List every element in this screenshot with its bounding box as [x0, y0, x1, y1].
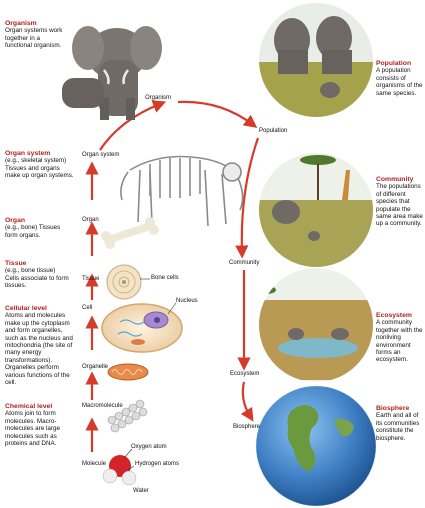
chemical-description: Chemical level Atoms join to form molecu… — [5, 403, 75, 447]
label-population: Population — [259, 128, 287, 134]
chemical-title: Chemical level — [5, 403, 75, 410]
community-text: The populations of different species tha… — [376, 183, 423, 227]
tissue-text: (e.g., bone tissue) Cells associate to f… — [5, 267, 69, 289]
label-community: Community — [229, 260, 259, 266]
callout-hydrogen-atoms: Hydrogen atoms — [135, 461, 179, 467]
label-organ-system: Organ system — [82, 152, 119, 158]
callout-nucleus: Nucleus — [176, 298, 198, 304]
cellular-title: Cellular level — [5, 305, 77, 312]
mitochondrion-image — [108, 364, 148, 380]
label-organelle: Organelle — [82, 364, 108, 370]
organ-system-title: Organ system — [5, 150, 75, 157]
bone-tissue-image — [107, 265, 150, 299]
tissue-title: Tissue — [5, 260, 69, 267]
bone-image — [101, 217, 159, 249]
ecology-arrows — [178, 102, 258, 416]
tissue-description: Tissue (e.g., bone tissue) Cells associa… — [5, 260, 69, 290]
elephant-skeleton-image — [121, 157, 243, 227]
organism-description: Organism Organ systems work together in … — [5, 20, 65, 50]
label-molecule: Molecule — [82, 461, 106, 467]
cell-image — [102, 303, 182, 352]
community-title: Community — [376, 176, 424, 183]
label-organism: Organism — [145, 95, 171, 101]
biosphere-title: Biosphere — [376, 405, 424, 412]
biosphere-text: Earth and all of its communities constit… — [376, 412, 419, 441]
organ-title: Organ — [5, 217, 63, 224]
population-title: Population — [376, 60, 424, 67]
callout-oxygen-atom: Oxygen atom — [131, 444, 167, 450]
organism-title: Organism — [5, 20, 65, 27]
organ-text: (e.g., bone) Tissues form organs. — [5, 224, 60, 238]
label-cell: Cell — [82, 305, 92, 311]
water-molecule-image — [103, 449, 136, 485]
chemical-text: Atoms join to form molecules. Macro-mole… — [5, 410, 60, 447]
population-text: A population consists of organisms of th… — [376, 67, 423, 96]
community-description: Community The populations of different s… — [376, 176, 424, 228]
label-ecosystem: Ecosystem — [230, 371, 259, 377]
population-scene — [250, 0, 390, 130]
callout-water: Water — [133, 488, 149, 494]
organism-text: Organ systems work together in a functio… — [5, 27, 62, 49]
ecosystem-scene — [250, 265, 390, 385]
label-macromolecule: Macromolecule — [82, 403, 123, 409]
ecosystem-description: Ecosystem A community together with the … — [376, 312, 424, 364]
organ-system-text: (e.g., skeletal system) Tissues and orga… — [5, 157, 74, 179]
label-biosphere: Biosphere — [233, 424, 260, 430]
label-tissue: Tissue — [82, 276, 99, 282]
community-scene — [250, 150, 390, 280]
callout-bone-cells: Bone cells — [151, 275, 179, 281]
label-organ: Organ — [82, 217, 99, 223]
earth-globe-image — [256, 386, 376, 506]
population-description: Population A population consists of orga… — [376, 60, 424, 97]
organ-system-description: Organ system (e.g., skeletal system) Tis… — [5, 150, 75, 180]
cellular-text: Atoms and molecules make up the cytoplas… — [5, 312, 73, 386]
elephant-organism-image — [62, 26, 162, 120]
biosphere-description: Biosphere Earth and all of its communiti… — [376, 405, 424, 442]
ecosystem-text: A community together with the nonliving … — [376, 319, 423, 363]
ecosystem-title: Ecosystem — [376, 312, 424, 319]
organ-description: Organ (e.g., bone) Tissues form organs. — [5, 217, 63, 239]
cellular-description: Cellular level Atoms and molecules make … — [5, 305, 77, 386]
